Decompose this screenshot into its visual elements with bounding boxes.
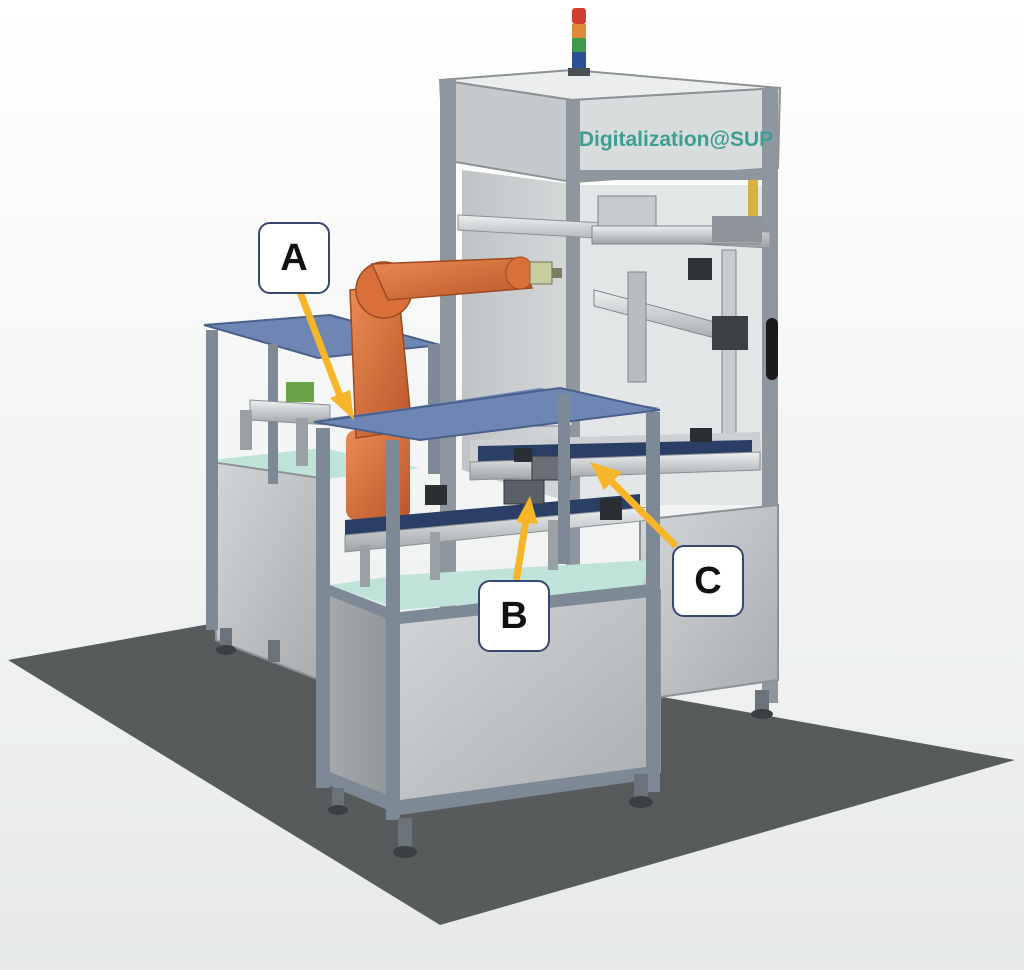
callout-label-b: B bbox=[478, 580, 550, 652]
stack-light bbox=[568, 8, 590, 76]
machine-panel-label: Digitalization@SUP bbox=[579, 128, 773, 151]
arrow-b-head bbox=[516, 496, 538, 524]
gantry-axes bbox=[457, 180, 771, 441]
callout-label-a: A bbox=[258, 222, 330, 294]
arrow-a-head bbox=[330, 390, 354, 420]
arrow-c-head bbox=[590, 462, 622, 490]
callout-arrows bbox=[296, 290, 679, 583]
callout-label-c: C bbox=[672, 545, 744, 617]
front-module bbox=[313, 386, 661, 858]
